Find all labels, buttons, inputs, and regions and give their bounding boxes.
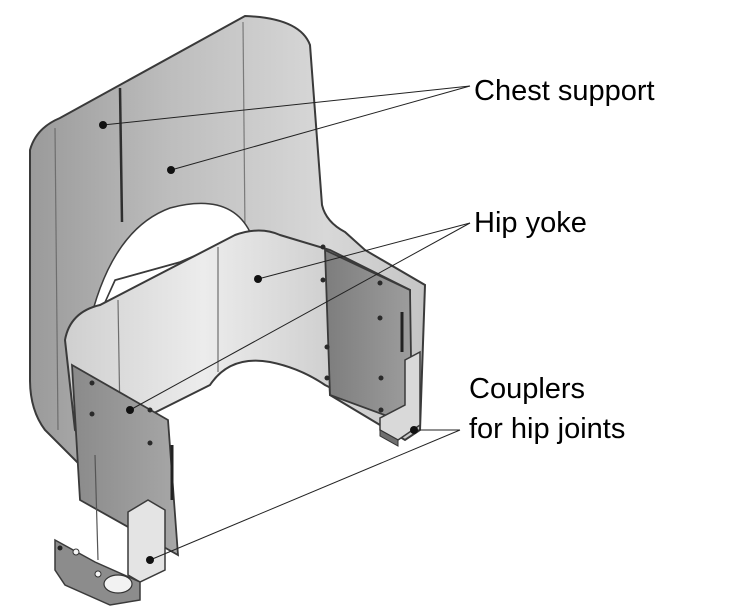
dot-coupler-b — [146, 556, 154, 564]
hip-yoke-label: Hip yoke — [474, 207, 587, 239]
leader-lines — [102, 85, 471, 561]
dot-hip-a — [254, 275, 262, 283]
leader-coupler-b — [149, 429, 461, 561]
leader-hip-a — [257, 222, 471, 280]
leader-chest-b — [170, 85, 471, 171]
hip-joint-couplers — [54, 350, 421, 606]
chest-seam-2 — [118, 87, 124, 223]
leader-dots — [99, 121, 418, 564]
left-flange-bolts — [89, 380, 153, 446]
left-coupler-bolt-1 — [57, 545, 63, 551]
left-coupler-bolt-3 — [94, 570, 102, 578]
dot-chest-b — [167, 166, 175, 174]
chest-support-label: Chest support — [474, 75, 655, 107]
hip-front-seam — [94, 454, 99, 561]
couplers-label-line1: Couplers — [469, 373, 586, 405]
dot-coupler-a — [410, 426, 418, 434]
leader-hip-b — [129, 222, 471, 411]
couplers-label-line2: for hip joints — [469, 413, 626, 445]
left-coupler-hole — [103, 574, 133, 594]
dot-hip-b — [126, 406, 134, 414]
left-coupler-block — [127, 499, 166, 583]
dot-chest-a — [99, 121, 107, 129]
left-coupler-bolt-2 — [72, 548, 80, 556]
leader-chest-a — [102, 85, 471, 126]
right-coupler-tab — [379, 429, 399, 447]
chest-seam-1 — [54, 127, 59, 431]
chest-seam-3 — [242, 21, 246, 233]
right-flange-bolts — [320, 244, 384, 413]
